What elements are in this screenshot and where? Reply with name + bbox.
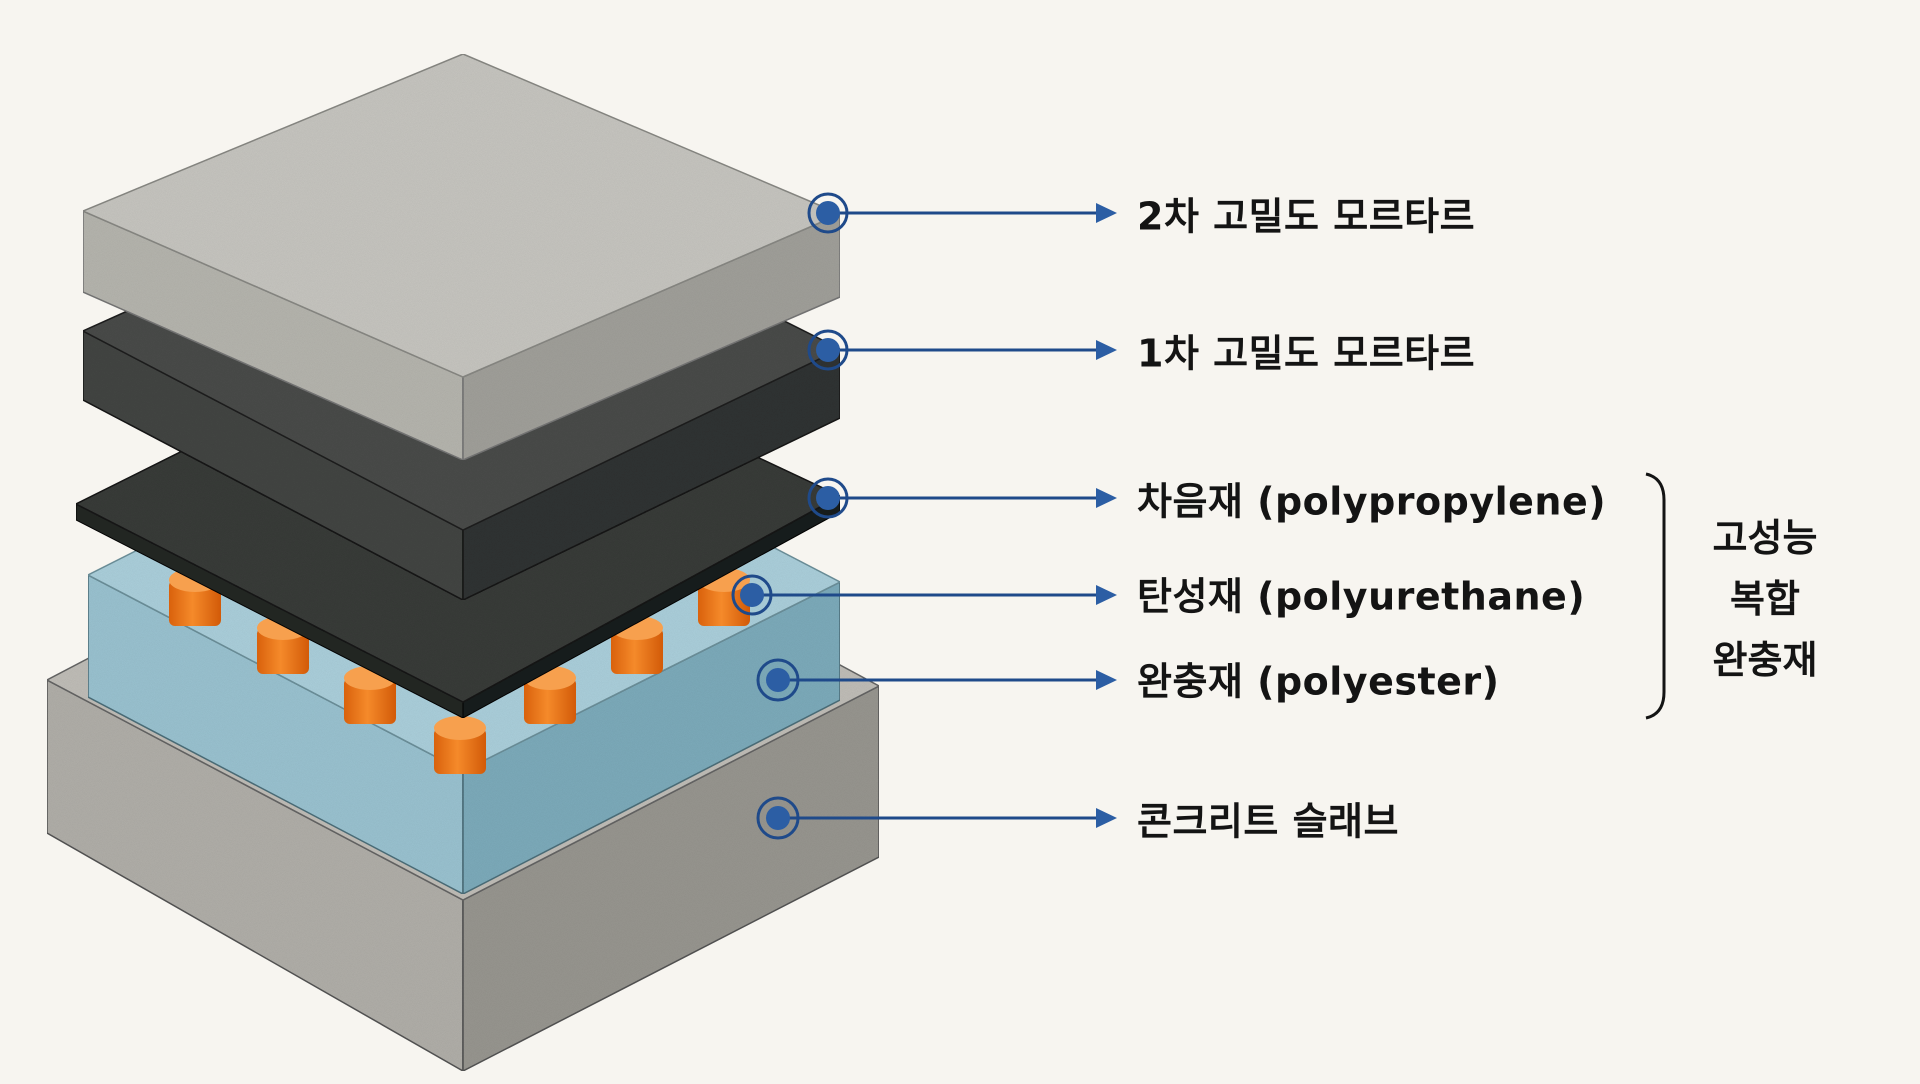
leader-concrete-slab	[756, 796, 1117, 840]
group-label-composite-cushion: 고성능 복합 완충재	[1690, 508, 1840, 691]
group-label-line: 완충재	[1712, 638, 1818, 682]
leader-primary-mortar	[807, 329, 1117, 371]
leader-secondary-mortar	[807, 192, 1117, 234]
secondary-mortar-block	[81, 53, 842, 462]
leader-cushion-material	[756, 658, 1117, 702]
leader-sound-insulation	[807, 477, 1117, 519]
group-bracket	[1645, 472, 1666, 720]
label-cushion-material: 완충재 (polyester)	[1137, 659, 1500, 704]
label-concrete-slab: 콘크리트 슬래브	[1137, 799, 1399, 844]
group-label-line: 복합	[1730, 577, 1800, 621]
label-secondary-mortar: 2차 고밀도 모르타르	[1137, 194, 1476, 239]
group-label-line: 고성능	[1712, 516, 1818, 560]
label-primary-mortar: 1차 고밀도 모르타르	[1137, 331, 1476, 376]
label-sound-insulation: 차음재 (polypropylene)	[1137, 479, 1607, 524]
leader-elastic-material	[731, 574, 1117, 616]
label-elastic-material: 탄성재 (polyurethane)	[1137, 574, 1586, 619]
